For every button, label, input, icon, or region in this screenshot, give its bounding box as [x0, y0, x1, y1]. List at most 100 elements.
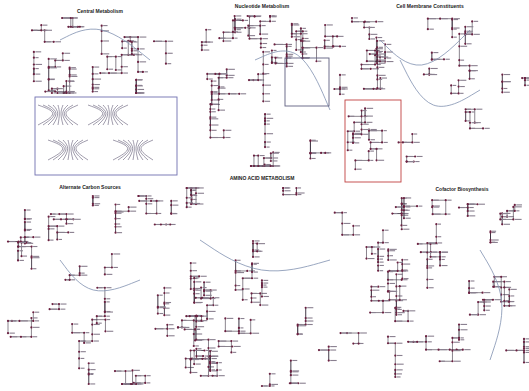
metabolite-mark — [180, 327, 186, 328]
metabolite-dot — [269, 20, 271, 22]
metabolite-mark — [379, 52, 382, 53]
metabolite-dot — [411, 133, 413, 135]
metabolite-mark — [404, 264, 410, 265]
metabolite-dot — [121, 40, 123, 42]
metabolite-dot — [7, 240, 9, 242]
metabolite-dot — [501, 223, 503, 225]
metabolite-dot — [121, 47, 123, 49]
metabolite-dot — [63, 85, 65, 87]
metabolite-dot — [69, 279, 71, 281]
metabolite-mark — [379, 63, 386, 64]
metabolite-dot — [324, 24, 326, 26]
metabolite-mark — [372, 312, 376, 313]
metabolite-dot — [364, 121, 366, 123]
metabolite-dot — [96, 287, 98, 289]
metabolite-mark — [510, 301, 514, 302]
metabolite-dot — [465, 108, 467, 110]
metabolite-mark — [198, 348, 202, 349]
metabolite-mark — [299, 334, 303, 335]
metabolite-dot — [426, 267, 428, 269]
metabolite-dot — [286, 53, 288, 55]
reaction-line — [364, 22, 369, 39]
reaction-line — [392, 198, 401, 229]
metabolite-mark — [385, 242, 389, 243]
metabolite-dot — [211, 93, 213, 95]
metabolite-dot — [508, 300, 510, 302]
metabolite-dot — [339, 45, 341, 47]
metabolite-mark — [397, 364, 404, 365]
metabolite-mark — [72, 17, 77, 18]
metabolite-mark — [414, 142, 420, 143]
metabolite-mark — [138, 89, 144, 90]
metabolite-mark — [212, 356, 219, 357]
metabolite-dot — [191, 194, 193, 196]
metabolite-dot — [242, 299, 244, 301]
metabolite-dot — [186, 187, 188, 189]
metabolite-mark — [275, 165, 280, 166]
metabolite-mark — [330, 346, 337, 347]
reaction-line — [490, 231, 491, 242]
metabolite-dot — [366, 60, 368, 62]
metabolite-mark — [334, 36, 338, 37]
metabolite-dot — [216, 362, 218, 364]
metabolite-dot — [60, 218, 62, 220]
metabolite-mark — [390, 291, 396, 292]
metabolite-mark — [220, 88, 225, 89]
metabolite-dot — [53, 218, 55, 220]
metabolite-mark — [196, 290, 201, 291]
metabolite-mark — [265, 157, 271, 158]
metabolite-mark — [464, 349, 470, 350]
metabolite-dot — [523, 346, 525, 348]
metabolite-dot — [70, 26, 72, 28]
metabolite-dot — [111, 253, 113, 255]
metabolite-mark — [471, 292, 478, 293]
metabolite-dot — [24, 218, 26, 220]
metabolite-dot — [458, 59, 460, 61]
metabolite-mark — [61, 309, 66, 310]
reaction-line — [100, 41, 134, 73]
metabolite-mark — [50, 226, 56, 227]
metabolite-dot — [24, 229, 26, 231]
metabolite-dot — [156, 200, 158, 202]
metabolite-mark — [212, 111, 216, 112]
metabolite-dot — [78, 357, 80, 359]
metabolite-dot — [514, 210, 516, 212]
metabolite-dot — [501, 87, 503, 89]
metabolite-dot — [401, 197, 403, 199]
metabolite-mark — [318, 47, 323, 48]
metabolite-dot — [92, 91, 94, 93]
metabolite-dot — [387, 271, 389, 273]
metabolite-mark — [213, 85, 218, 86]
metabolite-mark — [479, 204, 485, 205]
metabolite-mark — [429, 29, 434, 30]
metabolite-mark — [86, 342, 91, 343]
metabolite-mark — [198, 326, 204, 327]
metabolite-mark — [106, 316, 109, 317]
metabolite-mark — [253, 293, 257, 294]
metabolite-mark — [312, 140, 318, 141]
metabolite-mark — [342, 332, 348, 333]
metabolite-mark — [398, 314, 402, 315]
metabolite-mark — [106, 311, 113, 312]
metabolite-dot — [216, 369, 218, 371]
metabolite-dot — [382, 300, 384, 302]
metabolite-mark — [210, 366, 214, 367]
metabolite-dot — [467, 206, 469, 208]
metabolite-dot — [200, 320, 202, 322]
metabolite-mark — [212, 351, 218, 352]
metabolite-dot — [468, 292, 470, 294]
metabolite-dot — [257, 165, 259, 167]
metabolite-mark — [504, 88, 507, 89]
metabolite-mark — [109, 56, 112, 57]
metabolite-mark — [357, 160, 362, 161]
metabolite-dot — [262, 100, 264, 102]
metabolite-mark — [304, 38, 308, 39]
metabolite-dot — [218, 93, 220, 95]
metabolite-mark — [203, 298, 209, 299]
metabolite-dot — [48, 239, 50, 241]
metabolite-dot — [154, 223, 156, 225]
metabolite-mark — [209, 318, 214, 319]
metabolite-dot — [261, 279, 263, 281]
metabolite-dot — [261, 282, 263, 284]
metabolite-mark — [59, 88, 63, 89]
